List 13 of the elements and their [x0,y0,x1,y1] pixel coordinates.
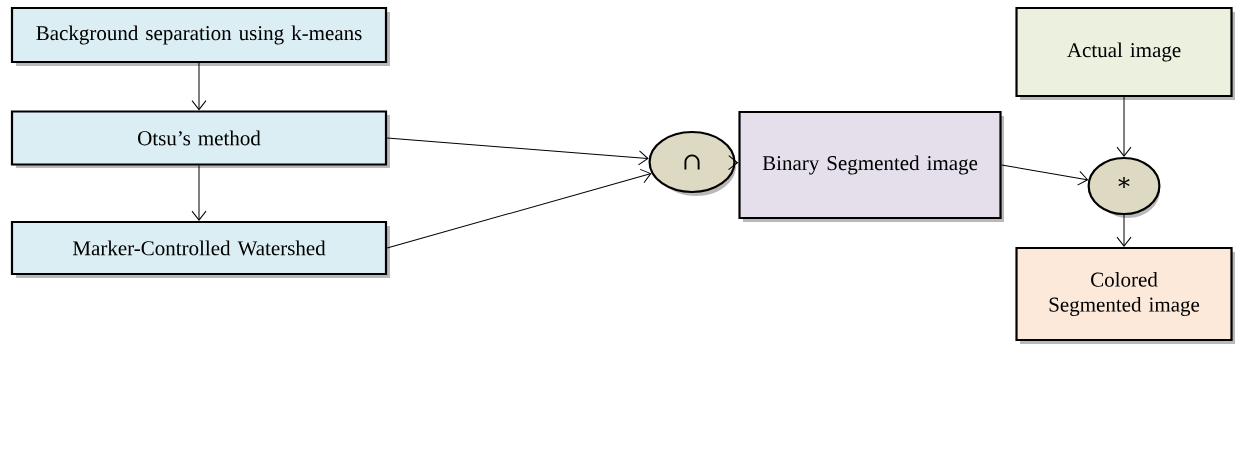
arrow [386,168,652,249]
process-box: Colored Segmented image [1015,246,1235,344]
arrow [1116,214,1132,247]
process-box: Background separation using k-means [10,6,390,66]
process-box: Actual image [1015,6,1235,100]
arrow [191,165,207,221]
arrow [191,62,207,111]
arrow [1116,96,1132,157]
process-box: Marker-Controlled Watershed [10,220,390,278]
arrow [1001,164,1089,186]
process-box: Binary Segmented image [738,110,1004,222]
process-box: Otsu’s method [10,110,390,168]
arrow [386,137,649,166]
